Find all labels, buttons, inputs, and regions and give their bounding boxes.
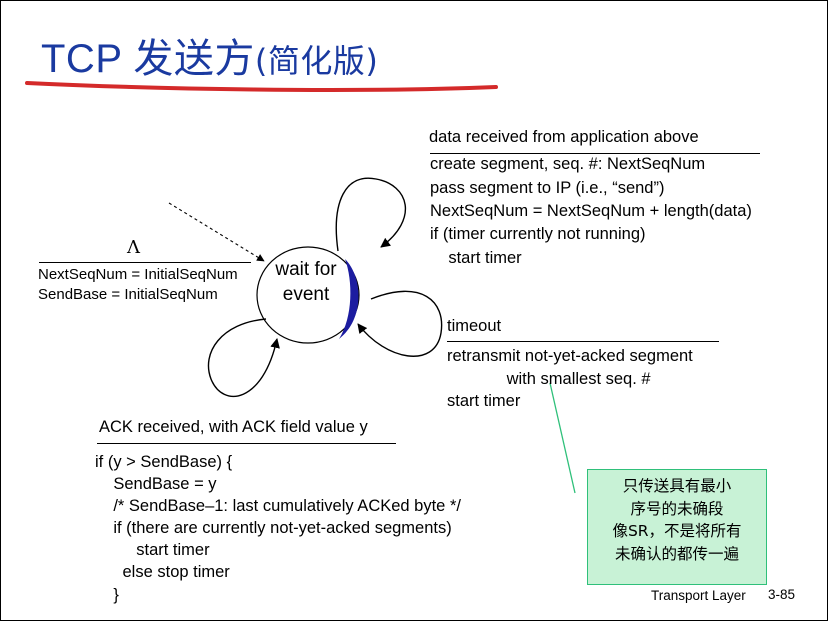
data-event-label: data received from application above xyxy=(429,128,699,146)
title-zh-paren: (简化版) xyxy=(254,42,379,80)
initial-action-1: NextSeqNum = InitialSeqNum xyxy=(38,266,238,283)
initial-action-2: SendBase = InitialSeqNum xyxy=(38,286,218,303)
ack-event-label: ACK received, with ACK field value y xyxy=(99,418,368,436)
ack-action-6: else stop timer xyxy=(95,563,230,581)
data-event-rule xyxy=(430,153,760,154)
ack-action-5: start timer xyxy=(95,541,210,559)
timeout-rule xyxy=(447,341,719,342)
timeout-action-2: with smallest seq. # xyxy=(447,370,651,388)
ack-action-7: } xyxy=(95,586,119,604)
ack-action-2: SendBase = y xyxy=(95,475,217,493)
loop-data-received xyxy=(335,177,407,252)
slide-title: TCP 发送方(简化版) xyxy=(41,35,378,85)
state-circle xyxy=(256,246,360,344)
initial-guard: Λ xyxy=(127,237,140,258)
note-line-1: 只传送具有最小 xyxy=(622,477,732,495)
state-circle-shadow xyxy=(339,259,359,339)
ack-action-4: if (there are currently not-yet-acked se… xyxy=(95,519,452,537)
timeout-action-3: start timer xyxy=(447,392,521,410)
loop-timeout xyxy=(357,290,443,357)
callout-note: 只传送具有最小 序号的未确段 像SR，不是将所有 未确认的都传一遍 xyxy=(587,469,767,585)
initial-arrow xyxy=(168,202,265,262)
timeout-event-label: timeout xyxy=(447,317,502,335)
state-label: wait for event xyxy=(275,259,337,305)
ack-action-3: /* SendBase–1: last cumulatively ACKed b… xyxy=(95,497,461,515)
initial-rule xyxy=(39,262,251,263)
data-action-5: start timer xyxy=(430,249,522,267)
callout-line xyxy=(549,382,576,494)
ack-action-1: if (y > SendBase) { xyxy=(95,453,233,471)
ack-rule xyxy=(97,443,396,444)
title-underline xyxy=(25,81,498,92)
note-line-4: 未确认的都传一遍 xyxy=(614,544,739,563)
title-en: TCP xyxy=(41,37,134,81)
note-line-3: 像SR，不是将所有 xyxy=(612,522,742,540)
note-line-2: 序号的未确段 xyxy=(630,499,724,518)
data-action-2: pass segment to IP (i.e., “send”) xyxy=(430,179,665,197)
data-action-1: create segment, seq. #: NextSeqNum xyxy=(430,155,706,173)
page-number: 3-85 xyxy=(768,587,796,602)
loop-ack-received xyxy=(207,318,280,397)
data-action-4: if (timer currently not running) xyxy=(430,225,646,243)
title-zh: 发送方 xyxy=(133,36,255,82)
data-action-3: NextSeqNum = NextSeqNum + length(data) xyxy=(430,202,752,220)
timeout-action-1: retransmit not-yet-acked segment xyxy=(447,347,693,365)
footer-label: Transport Layer xyxy=(651,588,746,603)
